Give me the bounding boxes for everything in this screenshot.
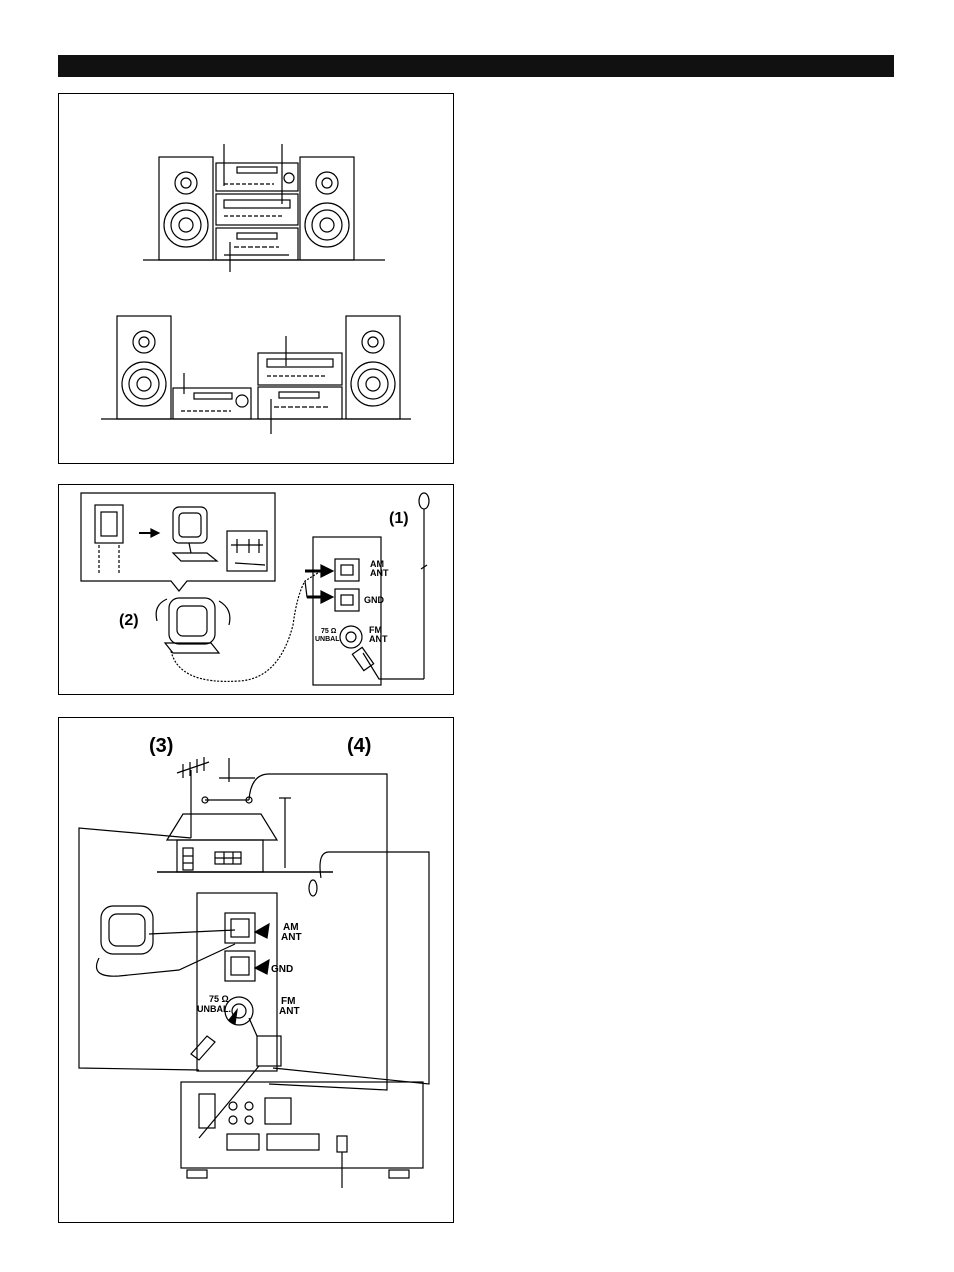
- arrow-gnd-icon: [253, 958, 270, 975]
- arrow-am-icon: [253, 922, 270, 939]
- label-fm-wire: (1): [389, 510, 409, 527]
- ground-wire: [272, 851, 430, 1085]
- outdoor-antenna-diagram: AM ANT GND 75 Ω UNBAL. FM ANT (3) (4): [78, 735, 430, 1188]
- am-ant-terminal: [334, 558, 360, 582]
- terminal-block: [196, 892, 278, 1072]
- arrow-am-icon: [320, 564, 335, 578]
- am-loop-detached-icon: [94, 504, 124, 544]
- gnd-terminal: [224, 950, 256, 982]
- arrow-gnd-icon: [320, 590, 335, 604]
- outdoor-antenna-panel: AM ANT GND 75 Ω UNBAL. FM ANT (3) (4): [58, 717, 454, 1223]
- gnd-label: GND: [364, 595, 385, 605]
- fm-ant-jack: [224, 996, 254, 1026]
- am-ant-label-line2: ANT: [281, 932, 302, 943]
- section-header-bar: [58, 55, 894, 77]
- placement-illustration-panel: [58, 93, 454, 464]
- fm-yagi-antenna-icon: [176, 757, 210, 838]
- am-ant-label-line1: AM: [370, 559, 384, 569]
- fm-ant-label-line2: ANT: [369, 634, 388, 644]
- label-fm-outdoor: (3): [149, 735, 173, 757]
- label-am-outdoor: (4): [347, 735, 371, 757]
- fm-coax-cable: [78, 827, 200, 1071]
- fm-ant-label-line1: FM: [281, 996, 295, 1007]
- indoor-antenna-diagram: AM ANT GND 75 Ω UNBAL. FM ANT (1) (2): [80, 492, 430, 686]
- base-clip-detail-icon: [226, 530, 268, 572]
- am-loop-antenna-icon: [100, 905, 154, 955]
- fm-wire-antenna-icon: [418, 492, 430, 510]
- fm-ant-label-line2: ANT: [279, 1006, 300, 1017]
- gnd-label: GND: [271, 964, 293, 975]
- terminal-block: [312, 536, 382, 686]
- am-ant-label-line1: AM: [283, 922, 299, 933]
- fm-ant-jack: [339, 625, 363, 649]
- am-ant-label-line2: ANT: [370, 568, 389, 578]
- side-by-side-arrangement: [101, 315, 411, 434]
- antenna-adapter-icon: [256, 1035, 282, 1067]
- am-loop-antenna-icon: [168, 597, 216, 645]
- impedance-label-line2: UNBAL.: [197, 1004, 231, 1014]
- impedance-label-line2: UNBAL.: [315, 636, 341, 643]
- receiver-rear-panel: [180, 1081, 424, 1169]
- gnd-terminal: [334, 588, 360, 612]
- rotate-arrow-right-icon: [218, 600, 231, 626]
- house-icon: [165, 813, 279, 873]
- fm-plug-icon: [190, 1035, 216, 1061]
- impedance-label-line1: 75 Ω: [209, 994, 229, 1004]
- fm-ant-label-line1: FM: [369, 625, 382, 635]
- am-loop-standing-icon: [172, 506, 208, 544]
- stacked-arrangement: [143, 144, 385, 272]
- label-am-loop: (2): [119, 612, 139, 629]
- am-ant-terminal: [224, 912, 256, 944]
- indoor-antenna-panel: AM ANT GND 75 Ω UNBAL. FM ANT (1) (2): [58, 484, 454, 695]
- rotate-arrow-left-icon: [155, 598, 168, 622]
- arrow-fm-icon: [228, 1007, 238, 1026]
- impedance-label-line1: 75 Ω: [321, 628, 337, 635]
- placement-illustration: [101, 144, 411, 434]
